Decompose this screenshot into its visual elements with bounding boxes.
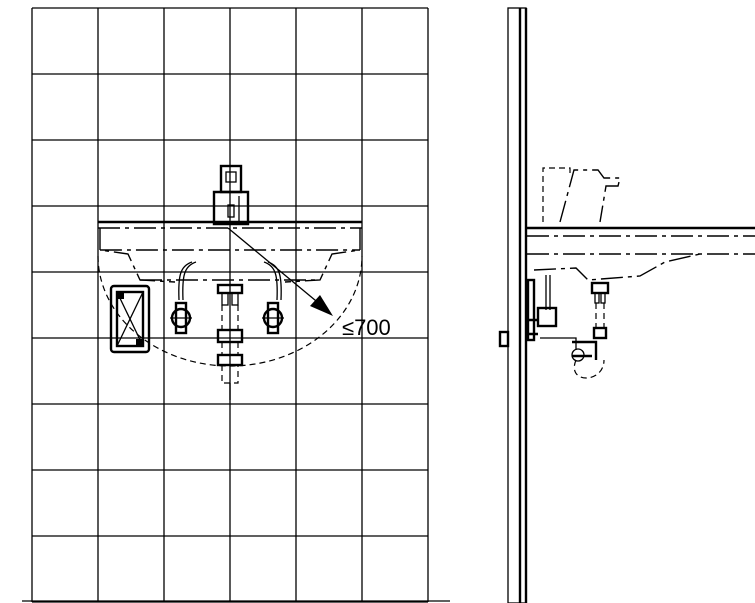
faucet-front (212, 164, 250, 226)
electrical-box (109, 284, 151, 354)
basin-side (527, 226, 755, 281)
front-view: ≤700 (22, 7, 450, 603)
angle-valves-front (170, 301, 284, 335)
supply-hoses-front (178, 261, 282, 301)
wall-section (507, 7, 527, 603)
siphon-front (216, 283, 244, 400)
side-view (498, 7, 755, 603)
faucet-side (542, 167, 621, 223)
plumbing-side (498, 275, 558, 348)
dimension-label: ≤700 (342, 315, 391, 340)
reach-dimension: ≤700 (227, 227, 391, 340)
dimension-arrowhead (310, 295, 333, 316)
tile-grid (31, 7, 429, 603)
siphon-side (540, 281, 610, 379)
